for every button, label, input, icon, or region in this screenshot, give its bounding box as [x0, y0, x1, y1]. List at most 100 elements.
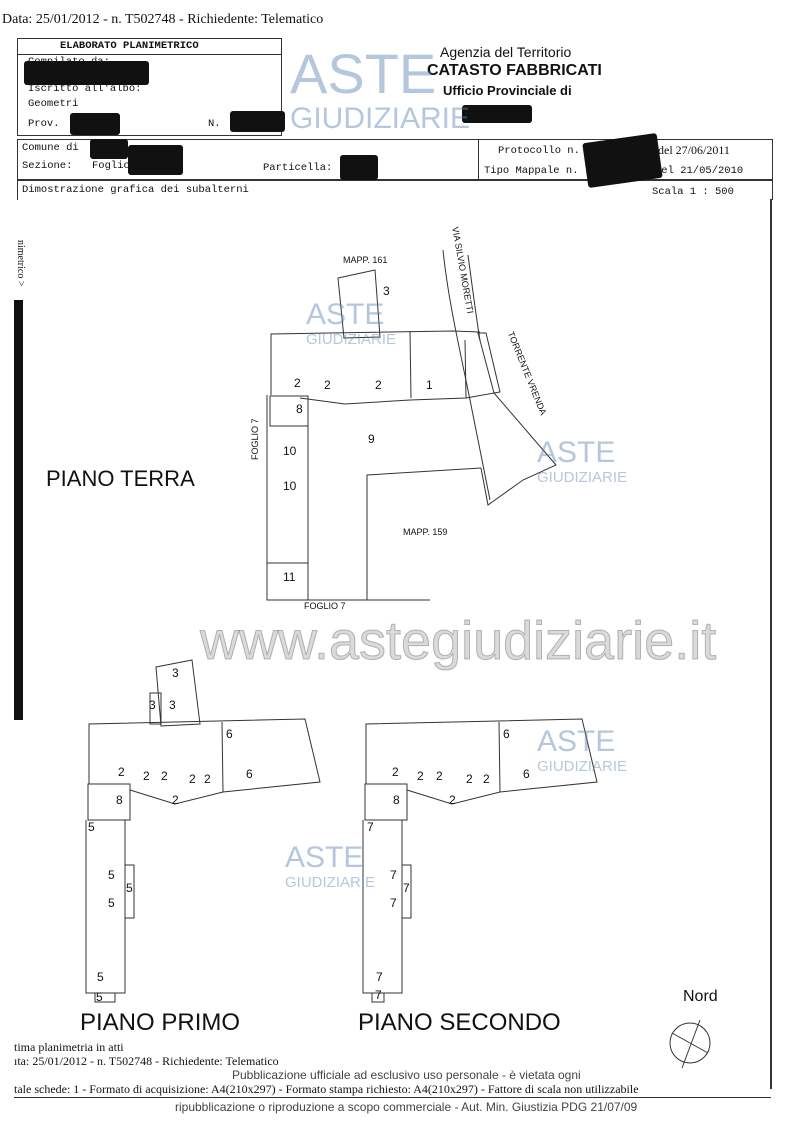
unit-label: 9 — [368, 432, 375, 446]
unit-label: 2 — [392, 765, 399, 779]
tipo-mappale-date: del 21/05/2010 — [655, 165, 744, 177]
unit-label: 2 — [172, 793, 179, 807]
unit-label: 2 — [375, 378, 382, 392]
footer-rule — [14, 1097, 771, 1098]
redaction — [128, 145, 183, 175]
subtitle: Dimostrazione grafica dei subalterni — [22, 184, 249, 196]
albo-value: Geometri — [28, 98, 79, 110]
n-label: N. — [208, 118, 221, 130]
unit-label: 8 — [116, 793, 123, 807]
unit-label: 2 — [449, 793, 456, 807]
piano-terra-label: PIANO TERRA — [46, 466, 195, 491]
scale-label: Scala 1 : 500 — [652, 186, 734, 198]
unit-label: 5 — [126, 881, 133, 895]
redaction — [70, 113, 120, 135]
mapp-161-label: MAPP. 161 — [343, 255, 388, 265]
redaction — [462, 105, 532, 123]
foglio-7-left: FOGLIO 7 — [250, 418, 260, 460]
ufficio-label: Ufficio Provinciale di — [443, 83, 572, 98]
unit-label: 5 — [96, 990, 103, 1004]
side-redaction — [14, 300, 23, 720]
unit-label: 10 — [283, 444, 297, 458]
piano-primo-label: PIANO PRIMO — [80, 1009, 241, 1036]
protocollo-date: del 27/06/2011 — [658, 143, 730, 157]
watermark-giudiziarie: GIUDIZIARIE — [290, 102, 471, 135]
unit-label: 5 — [108, 868, 115, 882]
title-cell — [17, 38, 282, 55]
unit-label: 7 — [390, 896, 397, 910]
watermark-aste: ASTE — [285, 841, 364, 874]
unit-label: 5 — [97, 970, 104, 984]
notice-line-1: Pubblicazione ufficiale ad esclusivo uso… — [232, 1068, 581, 1082]
box-title: ELABORATO PLANIMETRICO — [60, 40, 199, 52]
prov-label: Prov. — [28, 118, 60, 130]
piano-secondo-plan — [362, 718, 598, 1003]
notice-line-2: ripubblicazione o riproduzione a scopo c… — [175, 1100, 638, 1114]
unit-label: 7 — [376, 970, 383, 984]
nord-label: Nord — [683, 988, 718, 1005]
redaction — [340, 155, 378, 180]
unit-label: 7 — [375, 988, 382, 1002]
watermark-giudiziarie: GIUDIZIARIE — [306, 331, 397, 348]
footer-schede: tale schede: 1 - Formato di acquisizione… — [14, 1082, 639, 1096]
comune-label: Comune di — [22, 142, 79, 154]
unit-label: 8 — [296, 402, 303, 416]
watermark-giudiziarie: GIUDIZIARIE — [537, 758, 628, 775]
piano-primo-plan — [85, 659, 321, 1003]
unit-label: 3 — [149, 698, 156, 712]
unit-label: 7 — [390, 868, 397, 882]
unit-label: 2 — [118, 765, 125, 779]
catasto-title: CATASTO FABBRICATI — [427, 62, 602, 79]
unit-label: 2 — [324, 378, 331, 392]
unit-label: 6 — [503, 727, 510, 741]
unit-label: 1 — [426, 378, 433, 392]
watermark-url: www.astegiudiziarie.it — [199, 611, 717, 671]
watermark-aste: ASTE — [537, 436, 616, 469]
protocollo-label: Protocollo n. — [498, 145, 580, 157]
unit-label: 2 — [143, 769, 150, 783]
unit-label: 2 — [466, 772, 473, 786]
unit-label: 2 — [436, 769, 443, 783]
particella-label: Particella: — [263, 162, 333, 174]
unit-label: 2 — [189, 772, 196, 786]
redaction — [230, 111, 285, 132]
unit-label: 5 — [88, 820, 95, 834]
unit-label: 7 — [403, 881, 410, 895]
unit-label: 7 — [367, 820, 374, 834]
redaction — [90, 139, 128, 159]
unit-label: 10 — [283, 479, 297, 493]
subtitle-row — [17, 179, 773, 200]
north-compass-icon — [669, 1019, 711, 1069]
watermark-giudiziarie: GIUDIZIARIE — [285, 874, 376, 891]
unit-label: 3 — [383, 284, 390, 298]
unit-label: 6 — [246, 767, 253, 781]
unit-label: 2 — [417, 769, 424, 783]
tipo-mappale-label: Tipo Mappale n. — [484, 165, 579, 177]
unit-label: 3 — [169, 698, 176, 712]
unit-label: 2 — [294, 376, 301, 390]
watermark-aste: ASTE — [537, 725, 616, 758]
agency-name: Agenzia del Territorio — [440, 44, 572, 60]
unit-label: 2 — [161, 769, 168, 783]
foglio-label: Foglio: — [92, 160, 137, 172]
unit-label: 2 — [483, 772, 490, 786]
footer-data: ıta: 25/01/2012 - n. T502748 - Richieden… — [14, 1054, 279, 1068]
piano-secondo-label: PIANO SECONDO — [358, 1009, 561, 1036]
sezione-label: Sezione: — [22, 160, 73, 172]
unit-label: 8 — [393, 793, 400, 807]
unit-label: 5 — [108, 896, 115, 910]
watermark-giudiziarie: GIUDIZIARIE — [537, 469, 628, 486]
iscritto-label: Iscritto all'albo: — [28, 83, 142, 95]
right-border — [770, 199, 772, 1089]
foglio-7-bottom: FOGLIO 7 — [304, 601, 346, 611]
watermark-aste: ASTE — [306, 298, 385, 331]
unit-label: 6 — [523, 767, 530, 781]
header-line: Data: 25/01/2012 - n. T502748 - Richiede… — [2, 12, 324, 27]
footer-last-plan: tima planimetria in atti — [14, 1040, 124, 1054]
unit-label: 3 — [172, 666, 179, 680]
mapp-161-annex — [337, 269, 381, 339]
piano-terra-plan — [266, 249, 557, 601]
mapp-159-label: MAPP. 159 — [403, 527, 448, 537]
redaction — [24, 61, 149, 85]
